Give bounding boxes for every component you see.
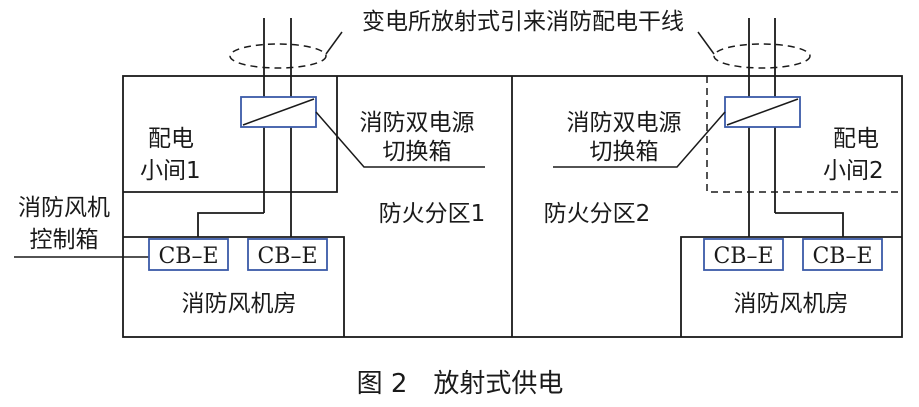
fire-zone-1-label: 防火分区1 (379, 201, 486, 227)
branch-left-a (197, 212, 264, 237)
title-leader-left (325, 31, 343, 55)
cb-e-box-left-1: CB–E (148, 238, 229, 271)
branch-right-b (775, 212, 844, 237)
fan-room-1-outline (123, 236, 345, 337)
distribution-room-2-label-line1: 配电 (833, 126, 879, 152)
switch-box-label-right-line2: 切换箱 (590, 139, 659, 165)
figure-caption: 图 2 放射式供电 (357, 369, 564, 399)
dual-power-switch-box-left (240, 96, 317, 128)
cb-e-box-right-1: CB–E (703, 238, 784, 271)
cb-e-box-right-2: CB–E (802, 238, 883, 271)
fan-room-1-label: 消防风机房 (182, 291, 297, 317)
feeder-bundle-ellipse-right (713, 43, 811, 69)
switch-box-label-left-line1: 消防双电源 (360, 110, 475, 136)
cb-e-label: CB–E (158, 244, 218, 269)
cb-e-label: CB–E (257, 244, 317, 269)
switch-box-leader-right (553, 111, 726, 168)
diagram-title: 变电所放射式引来消防配电干线 (362, 9, 684, 35)
cb-e-label: CB–E (812, 244, 872, 269)
fan-control-box-label-line2: 控制箱 (30, 227, 99, 253)
cb-e-box-left-2: CB–E (247, 238, 328, 271)
switch-box-label-left-line2: 切换箱 (383, 139, 452, 165)
cb-e-label: CB–E (713, 244, 773, 269)
feeder-bundle-ellipse-left (229, 43, 327, 69)
dual-power-switch-box-right (724, 96, 801, 128)
distribution-room-1-outline (123, 76, 338, 193)
title-leader-right (697, 31, 715, 55)
switch-box-leader-left (315, 111, 485, 168)
fire-zone-2-label: 防火分区2 (544, 201, 651, 227)
distribution-room-2-outline (706, 76, 902, 193)
distribution-room-2-label-line2: 小间2 (823, 158, 884, 184)
switch-box-label-right-line1: 消防双电源 (567, 110, 682, 136)
distribution-room-1-label-line2: 小间1 (140, 158, 201, 184)
fan-room-2-label: 消防风机房 (734, 291, 849, 317)
fan-control-box-label-line1: 消防风机 (18, 195, 110, 221)
fan-room-2-outline (680, 236, 902, 337)
distribution-room-1-label-line1: 配电 (148, 126, 194, 152)
